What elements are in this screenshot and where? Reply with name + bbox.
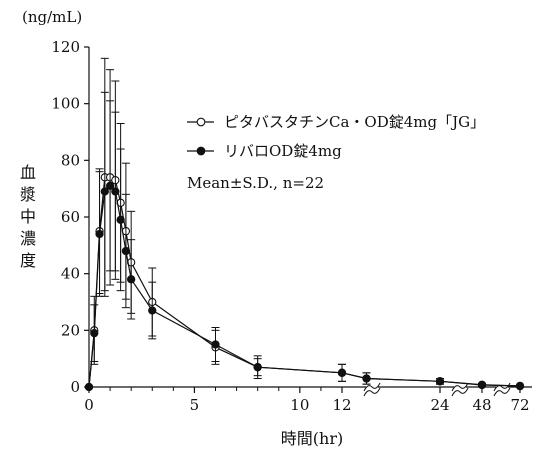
x-tick-label: 72: [510, 396, 529, 414]
data-point: [148, 306, 157, 315]
y-tick-label: 40: [61, 265, 80, 283]
legend-marker: [196, 117, 206, 127]
x-axis-label: 時間(hr): [281, 429, 343, 448]
y-tick-label: 0: [70, 378, 80, 396]
annotation: Mean±S.D., n=22: [187, 174, 324, 192]
legend-label: ピタバスタチンCa・OD錠4mg「JG」: [224, 113, 485, 131]
y-axis-label-char: 濃: [20, 229, 36, 248]
legend: ピタバスタチンCa・OD錠4mg「JG」リバロOD錠4mgMean±S.D., …: [187, 113, 485, 192]
y-axis-label-char: 血: [20, 163, 36, 182]
legend-marker: [196, 146, 206, 156]
y-axis-label: 血漿中濃度: [20, 163, 36, 270]
data-point: [253, 363, 262, 372]
data-point: [477, 380, 487, 390]
y-tick-label: 80: [61, 151, 80, 169]
x-axis-break-mark: [363, 382, 381, 397]
x-tick-label: 0: [84, 396, 94, 414]
data-point: [435, 377, 445, 386]
data-point: [116, 215, 125, 224]
data-point: [515, 381, 525, 391]
data-point: [95, 229, 104, 239]
legend-label: リバロOD錠4mg: [224, 142, 342, 160]
data-point: [90, 329, 99, 338]
y-axis-label-char: 漿: [20, 185, 36, 204]
x-tick-label: 24: [430, 396, 449, 414]
y-tick-label: 120: [51, 38, 80, 56]
series-layer: [84, 57, 525, 392]
y-axis-label-char: 度: [20, 251, 36, 270]
y-tick-label: 20: [61, 321, 80, 339]
data-point: [105, 181, 115, 190]
data-point: [337, 368, 347, 377]
x-tick-label: 48: [472, 396, 491, 414]
data-point: [127, 275, 136, 284]
x-axis-break-mark: [451, 382, 469, 397]
series-2: [84, 91, 525, 392]
x-tick-label: 10: [290, 396, 309, 414]
y-tick-label: 60: [61, 208, 80, 226]
x-tick-label: 5: [190, 396, 200, 414]
data-point: [362, 374, 371, 383]
data-point: [84, 382, 94, 392]
data-point: [111, 187, 120, 196]
data-point: [100, 187, 109, 196]
axes: 0 20 40 60 80 100 120 0 5 10 12 24 48 72: [51, 38, 532, 414]
x-tick-label: 12: [332, 396, 351, 414]
data-point: [211, 340, 220, 349]
y-tick-label: 100: [51, 95, 80, 113]
data-point: [121, 246, 131, 256]
y-axis-label-char: 中: [20, 207, 36, 226]
y-unit-label: (ng/mL): [22, 8, 82, 26]
series-1: [84, 57, 525, 392]
series-line: [88, 184, 521, 388]
x-axis-break-mark: [493, 382, 511, 397]
